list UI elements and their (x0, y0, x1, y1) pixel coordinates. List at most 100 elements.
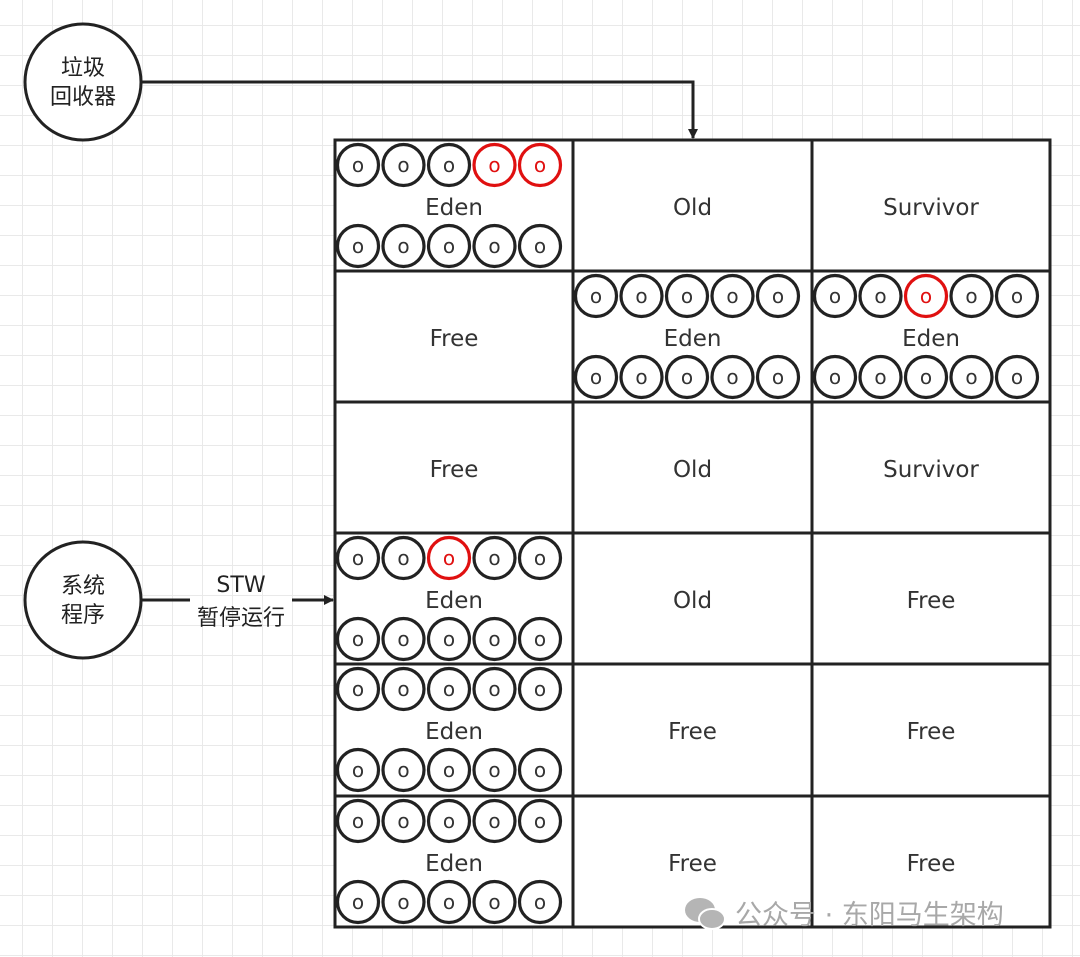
heap-region-free: Free (571, 662, 814, 798)
heap-region-free: Free (810, 794, 1052, 929)
object-glyph: o (352, 153, 364, 177)
object: o (472, 798, 517, 844)
object: o (381, 879, 426, 925)
object-glyph: o (534, 809, 546, 833)
object-glyph: o (874, 365, 886, 389)
region-label: Old (673, 195, 712, 221)
object-glyph: o (488, 234, 500, 258)
object-glyph: o (443, 809, 455, 833)
object: o (335, 616, 381, 662)
system-program-node: 系统 程序 (23, 540, 143, 660)
heap-region-free: Free (810, 662, 1052, 798)
region-label: Old (673, 588, 712, 614)
heap-region-old: Old (571, 531, 814, 666)
object-glyph: o (635, 365, 647, 389)
object: o (710, 354, 755, 400)
object-glyph: o (443, 546, 455, 570)
object-glyph: o (965, 365, 977, 389)
object-glyph: o (352, 890, 364, 914)
object-glyph: o (397, 153, 409, 177)
region-label: Free (907, 851, 956, 877)
object: o (573, 354, 619, 400)
object-glyph: o (397, 809, 409, 833)
object-glyph: o (488, 153, 500, 177)
object-glyph: o (534, 234, 546, 258)
object-glyph: o (443, 758, 455, 782)
object: o (335, 798, 381, 844)
object: o (517, 879, 563, 925)
object-glyph: o (488, 627, 500, 651)
heap-region-free: Free (333, 269, 575, 404)
live-object-marked: o (903, 273, 949, 319)
object: o (517, 747, 563, 793)
region-label: Eden (664, 326, 722, 352)
object-glyph: o (772, 365, 784, 389)
collector-label-line2: 回收器 (50, 85, 116, 110)
object: o (755, 273, 801, 319)
object-glyph: o (920, 284, 932, 308)
object-glyph: o (829, 365, 841, 389)
object: o (335, 142, 381, 188)
object-glyph: o (352, 546, 364, 570)
region-label: Eden (425, 851, 483, 877)
region-label: Free (907, 719, 956, 745)
object: o (381, 616, 426, 662)
object: o (573, 273, 619, 319)
region-label: Eden (425, 588, 483, 614)
live-object-marked: o (472, 142, 517, 188)
object-glyph: o (397, 546, 409, 570)
program-label-line1: 系统 (61, 574, 105, 599)
object: o (472, 223, 517, 269)
region-label: Free (430, 326, 479, 352)
object-glyph: o (397, 627, 409, 651)
object: o (472, 747, 517, 793)
object-glyph: o (1011, 365, 1023, 389)
object: o (335, 223, 381, 269)
object-glyph: o (534, 758, 546, 782)
object-glyph: o (534, 627, 546, 651)
object-glyph: o (443, 677, 455, 701)
heap-region-survivor: Survivor (810, 400, 1052, 535)
object-glyph: o (1011, 284, 1023, 308)
object-glyph: o (397, 234, 409, 258)
region-label: Survivor (883, 195, 979, 221)
object-glyph: o (352, 758, 364, 782)
object-glyph: o (397, 677, 409, 701)
object: o (994, 354, 1040, 400)
object-glyph: o (397, 890, 409, 914)
object-glyph: o (488, 546, 500, 570)
object: o (381, 798, 426, 844)
object: o (381, 535, 426, 581)
program-label-line2: 程序 (61, 603, 105, 628)
stw-label-line1: STW (216, 573, 265, 598)
region-label: Free (668, 719, 717, 745)
object: o (381, 142, 426, 188)
object: o (949, 354, 994, 400)
object: o (710, 273, 755, 319)
region-label: Eden (425, 195, 483, 221)
object: o (755, 354, 801, 400)
region-label: Eden (902, 326, 960, 352)
object: o (426, 666, 472, 712)
object-glyph: o (488, 809, 500, 833)
object: o (517, 535, 563, 581)
watermark: 公众号 · 东阳马生架构 (683, 893, 1004, 932)
object: o (664, 273, 710, 319)
object: o (381, 666, 426, 712)
live-object-marked: o (426, 535, 472, 581)
garbage-collector-node: 垃圾 回收器 (23, 22, 143, 142)
object: o (426, 223, 472, 269)
object-glyph: o (352, 809, 364, 833)
object: o (517, 223, 563, 269)
object-glyph: o (772, 284, 784, 308)
object: o (426, 747, 472, 793)
object: o (619, 273, 664, 319)
heap-region-free: Free (810, 531, 1052, 666)
object-glyph: o (488, 758, 500, 782)
object: o (812, 354, 858, 400)
object: o (335, 879, 381, 925)
collector-arrow (141, 80, 698, 139)
